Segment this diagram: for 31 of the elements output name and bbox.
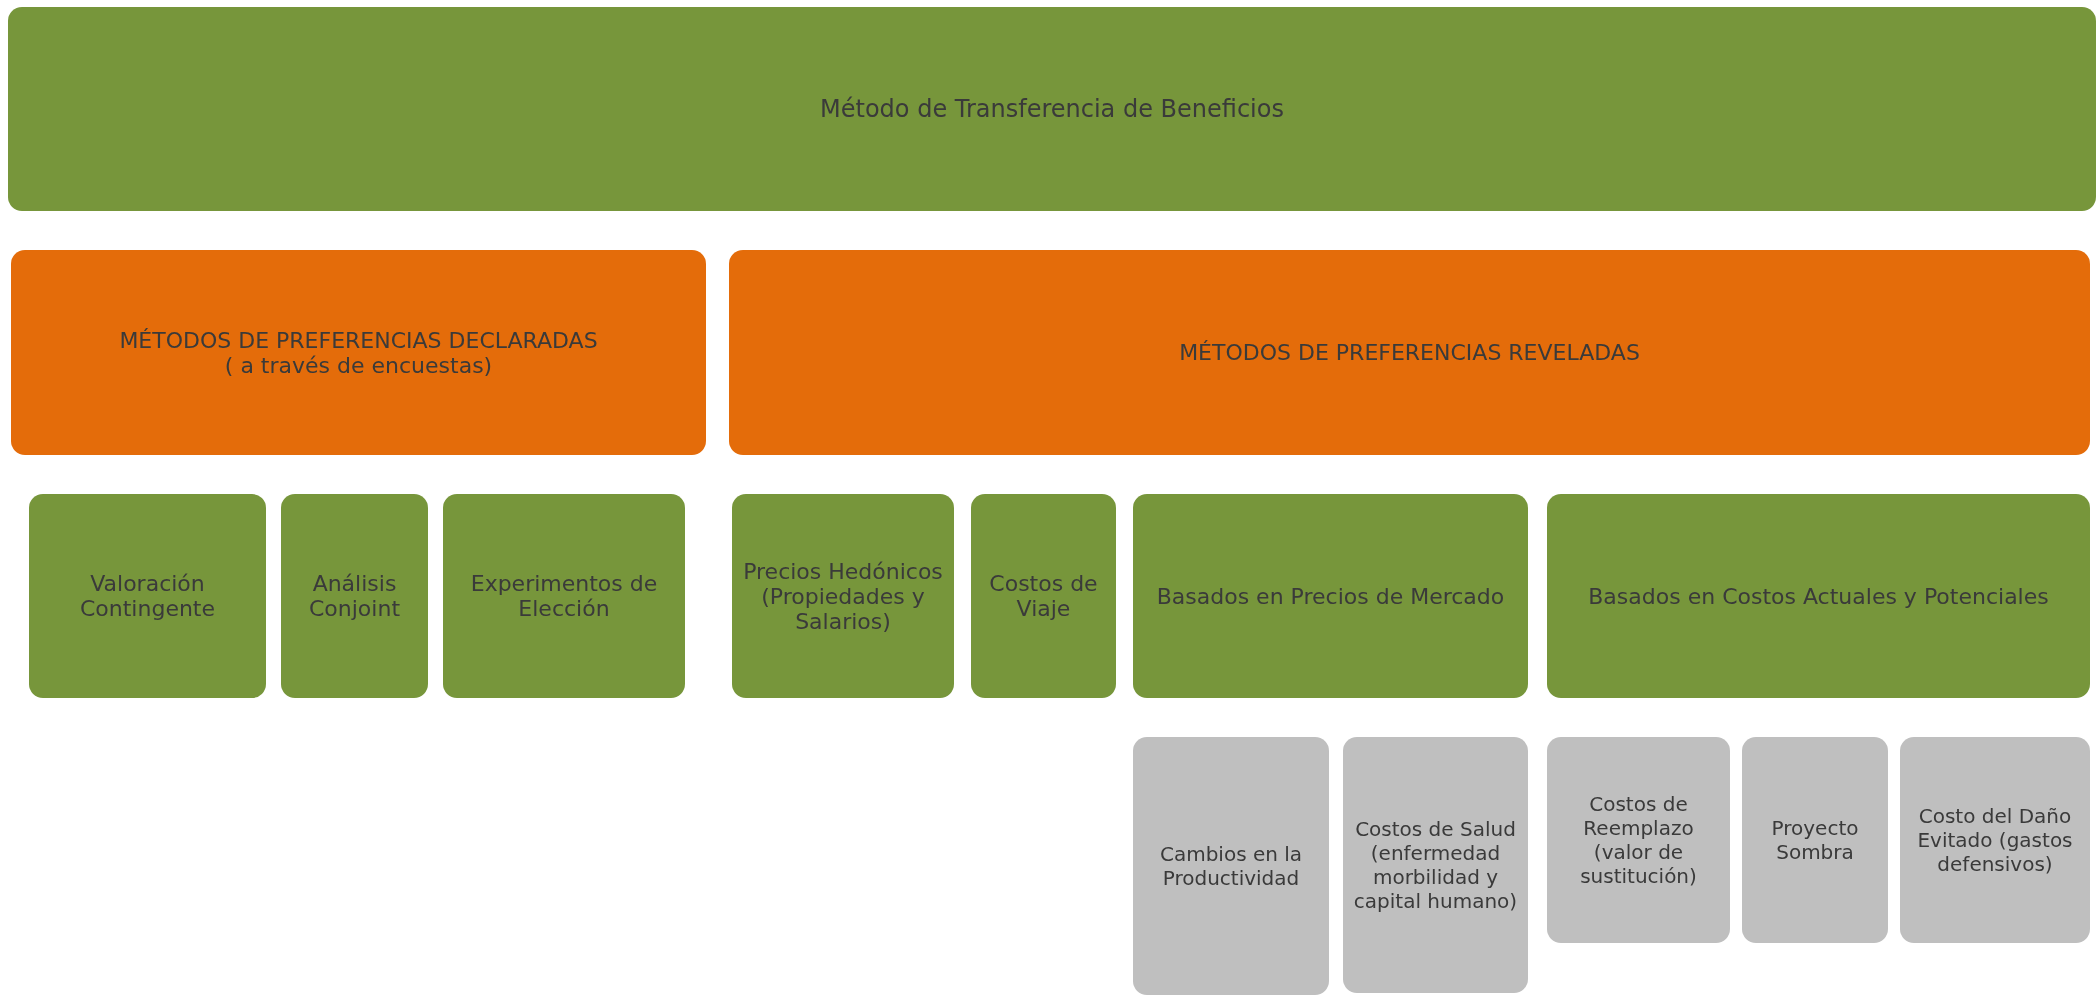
- box-label: Experimentos de Elección: [469, 571, 659, 621]
- box-subtitle: ( a través de encuestas): [224, 352, 493, 378]
- method-box: [281, 494, 428, 698]
- sub-method-box: [1900, 737, 2090, 943]
- category-box: [729, 250, 2090, 455]
- box-label: Método de Transferencia de Beneficios: [820, 95, 1284, 123]
- box-label: MÉTODOS DE PREFERENCIAS REVELADAS: [1179, 340, 1640, 365]
- box-label: Proyecto Sombra: [1770, 816, 1860, 864]
- category-box: [11, 250, 706, 455]
- method-box: [732, 494, 954, 698]
- box-label: Costos de Reemplazo (valor de sustitución): [1579, 792, 1698, 888]
- sub-method-box: [1343, 737, 1528, 993]
- method-box: [443, 494, 685, 698]
- title-banner: [8, 7, 2096, 211]
- method-box: [1547, 494, 2090, 698]
- box-label: Cambios en la Productividad: [1158, 842, 1304, 890]
- box-label: Basados en Costos Actuales y Potenciales: [1588, 583, 2049, 609]
- box-label: Análisis Conjoint: [308, 571, 401, 621]
- box-label: Valoración Contingente: [78, 571, 217, 621]
- sub-method-box: [1133, 737, 1329, 995]
- sub-method-box: [1742, 737, 1888, 943]
- method-box: [29, 494, 266, 698]
- box-label: Costo del Daño Evitado (gastos defensivos): [1916, 804, 2074, 876]
- method-box: [1133, 494, 1528, 698]
- box-label: Precios Hedónicos (Propiedades y Salarios): [742, 558, 944, 634]
- box-label: Costos de Viaje: [988, 571, 1099, 621]
- method-box: [971, 494, 1116, 698]
- box-label: Costos de Salud (enfermedad morbilidad y capital humano): [1352, 817, 1519, 913]
- box-label: MÉTODOS DE PREFERENCIAS DECLARADAS: [119, 327, 598, 353]
- sub-method-box: [1547, 737, 1730, 943]
- box-label: Basados en Precios de Mercado: [1156, 583, 1505, 609]
